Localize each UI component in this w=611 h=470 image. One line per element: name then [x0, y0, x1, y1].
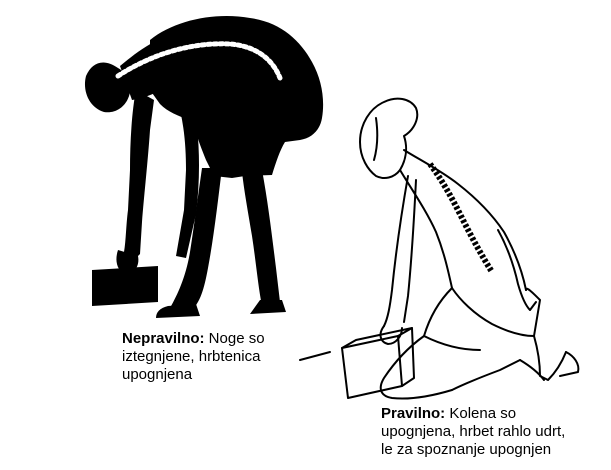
correct-line1: Kolena so: [445, 405, 516, 422]
incorrect-caption: Nepravilno: Noge so iztegnjene, hrbtenic…: [122, 330, 322, 384]
box-icon: [92, 266, 158, 306]
spine-icon-correct: [430, 164, 492, 272]
incorrect-posture-figure: [85, 16, 323, 318]
incorrect-label: Nepravilno:: [122, 330, 205, 347]
incorrect-line2: iztegnjene, hrbtenica: [122, 348, 260, 365]
correct-posture-figure: [300, 99, 578, 399]
correct-line3: le za spoznanje upognjen: [381, 441, 551, 458]
correct-caption: Pravilno: Kolena so upognjena, hrbet rah…: [381, 405, 609, 459]
incorrect-line3: upognjena: [122, 366, 192, 383]
correct-line2: upognjena, hrbet rahlo udrt,: [381, 423, 565, 440]
correct-label: Pravilno:: [381, 405, 445, 422]
incorrect-line1: Noge so: [205, 330, 265, 347]
